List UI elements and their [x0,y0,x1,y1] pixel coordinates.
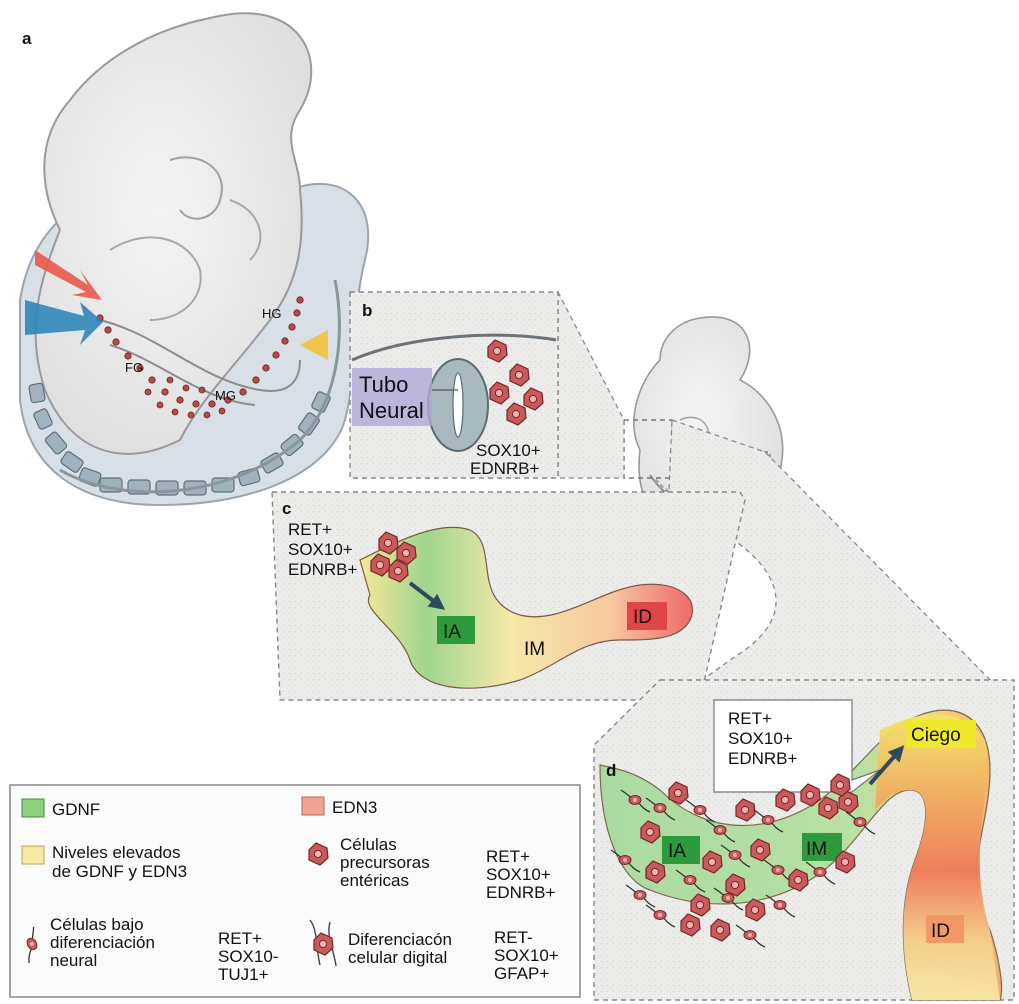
legend-glial-m1: RET- [494,928,533,947]
panel-c: RET+ SOX10+ EDNRB+ IA IM ID c [272,492,745,700]
panel-label-b: b [362,301,372,320]
legend-neural-m1: RET+ [218,929,262,948]
label-fg: FG [125,360,143,375]
legend-glial-1: Diferenciacón [348,930,452,949]
legend-high-2: de GDNF y EDN3 [52,862,187,881]
panel-label-c: c [282,499,291,518]
legend-swatch-high [22,846,44,864]
c-seg-ia: IA [443,622,461,643]
c-marker-ednrb: EDNRB+ [288,560,358,579]
panel-d: RET+ SOX10+ EDNRB+ Ciego IA IM ID [594,680,1014,1000]
d-seg-ia: IA [668,841,686,862]
legend-neural-2: diferenciación [50,933,155,952]
legend-swatch-edn3 [302,797,324,815]
legend: GDNF EDN3 Niveles elevados de GDNF y EDN… [10,785,580,997]
d-seg-im: IM [806,839,827,860]
b-marker-ednrb: EDNRB+ [470,459,540,478]
legend-swatch-gdnf [22,799,44,817]
legend-gdnf: GDNF [52,800,100,819]
legend-precursor-m2: SOX10+ [486,865,551,884]
panel-label-a: a [22,29,32,48]
legend-high-1: Niveles elevados [52,843,181,862]
label-hg: HG [262,306,282,321]
legend-neural-3: neural [50,951,97,970]
legend-neural-1: Células bajo [50,915,144,934]
tube-label-1: Tubo [359,372,408,397]
c-seg-im: IM [524,639,545,660]
d-marker-ednrb: EDNRB+ [728,749,798,768]
legend-precursor-3: entéricas [340,871,409,890]
legend-neural-m2: SOX10- [218,947,278,966]
legend-precursor-2: precursoras [340,853,430,872]
d-marker-sox10: SOX10+ [728,729,793,748]
c-seg-id: ID [633,607,652,628]
legend-edn3: EDN3 [332,798,377,817]
legend-neural-m3: TUJ1+ [218,965,269,984]
legend-glial-2: celular digital [348,948,447,967]
tube-label-2: Neural [359,398,424,423]
d-seg-id: ID [931,921,950,942]
legend-precursor-1: Células [340,835,397,854]
c-marker-sox10: SOX10+ [288,540,353,559]
legend-glial-m3: GFAP+ [494,964,549,983]
d-marker-ret: RET+ [728,709,772,728]
panel-a-embryo: FG MG HG a [20,13,368,505]
c-marker-ret: RET+ [288,520,332,539]
label-mg: MG [215,388,236,403]
d-seg-ciego: Ciego [911,725,961,746]
legend-precursor-m1: RET+ [486,847,530,866]
b-marker-sox10: SOX10+ [476,441,541,460]
legend-glial-m2: SOX10+ [494,946,559,965]
legend-precursor-m3: EDNRB+ [486,883,556,902]
panel-label-d: d [606,761,616,780]
panel-b: Tubo Neural SOX10+ EDNRB+ b [350,292,558,478]
